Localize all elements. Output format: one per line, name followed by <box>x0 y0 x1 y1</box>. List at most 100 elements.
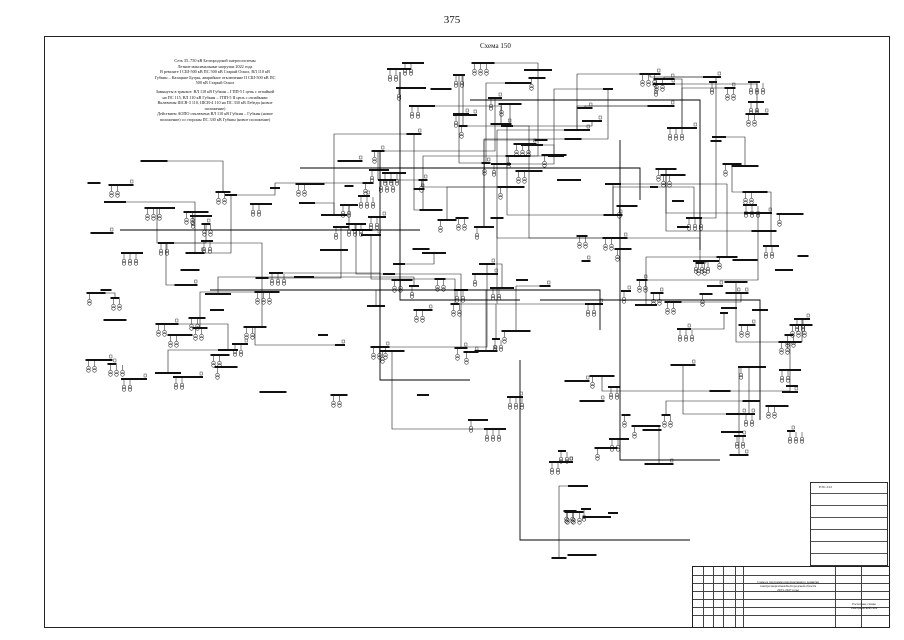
transmission-line <box>165 243 186 286</box>
transformer-symbol <box>490 434 496 440</box>
transformer-symbol <box>746 122 751 127</box>
transformer-symbol <box>615 447 621 452</box>
substation-busbar <box>468 419 488 421</box>
transmission-line <box>375 289 461 306</box>
substation-busbar <box>516 279 528 281</box>
substation-busbar <box>121 252 143 254</box>
transformer-symbol <box>516 176 521 182</box>
transformer-symbol <box>261 297 266 303</box>
substation-busbar <box>104 201 126 203</box>
transformer-symbol <box>748 87 754 93</box>
substation-busbar <box>362 182 374 184</box>
transmission-line <box>731 164 755 193</box>
substation-busbar <box>605 183 621 185</box>
transformer-symbol <box>384 188 390 193</box>
transformer-symbol <box>717 265 722 270</box>
transformer-symbol <box>127 384 133 390</box>
substation-busbar <box>255 277 269 279</box>
legend-line: Губкин – Казацкие Бугры, аварийное отклю… <box>154 74 276 80</box>
transformer-symbol <box>250 332 255 338</box>
substation-busbar <box>232 343 248 345</box>
breaker-symbol <box>586 375 590 380</box>
transformer-symbol <box>609 447 615 452</box>
substation-busbar <box>434 278 446 280</box>
transformer-symbol <box>202 232 207 237</box>
transformer-symbol <box>179 385 185 390</box>
stamp-organization: Схема и программа перспективного развити… <box>745 580 831 592</box>
transformer-symbol <box>679 133 685 139</box>
transmission-line <box>487 263 503 288</box>
transformer-symbol <box>459 83 465 88</box>
breaker-symbol <box>806 313 810 318</box>
transformer-symbol <box>145 216 150 221</box>
transformer-symbol <box>179 382 185 388</box>
drawing-sheet-frame <box>44 36 890 628</box>
breaker-symbol <box>487 157 491 162</box>
transformer-symbol <box>603 246 608 251</box>
transformer-symbol <box>435 284 440 290</box>
substation-busbar <box>642 429 662 431</box>
transmission-line <box>370 235 440 280</box>
transformer-symbol <box>168 343 173 348</box>
transformer-symbol <box>208 232 213 237</box>
substation-busbar <box>85 359 113 361</box>
transformer-symbol <box>749 197 754 203</box>
transformer-symbol <box>111 303 116 309</box>
transformer-symbol <box>453 123 459 128</box>
substation-busbar <box>670 364 696 366</box>
transformer-symbol <box>800 324 806 330</box>
transformer-symbol <box>393 77 399 82</box>
transmission-line <box>422 180 431 211</box>
transformer-symbol <box>261 300 266 305</box>
substation-busbar <box>515 170 543 172</box>
breaker-symbol <box>587 255 591 260</box>
substation-busbar <box>703 76 721 78</box>
stamp-sheet-line: электрической сети <box>850 605 878 610</box>
transformer-symbol <box>455 353 460 359</box>
transformer-symbol <box>120 369 125 375</box>
transformer-symbol <box>745 330 750 336</box>
transformer-symbol <box>121 261 127 266</box>
transformer-symbol <box>281 281 287 286</box>
legend-line: 500 кВ Старый Оскол <box>195 80 235 86</box>
transformer-symbol <box>173 382 179 388</box>
transformer-symbol <box>244 335 249 340</box>
transformer-symbol <box>380 356 385 362</box>
substation-busbar <box>210 309 224 311</box>
transformer-symbol <box>190 220 195 225</box>
transformer-symbol <box>621 296 627 302</box>
transformer-symbol <box>542 160 547 166</box>
transformer-symbol <box>484 68 489 74</box>
transformer-symbol <box>608 392 614 398</box>
substation-busbar <box>157 207 175 209</box>
transformer-symbol <box>637 285 642 291</box>
breaker-symbol <box>382 211 386 216</box>
transformer-symbol <box>162 329 167 335</box>
transformer-symbol <box>646 79 651 85</box>
stamp-org-line: 2023–2027 годы <box>777 587 799 592</box>
transformer-symbol <box>671 310 676 315</box>
substation-busbar <box>86 292 106 294</box>
transformer-symbol <box>435 287 440 292</box>
legend-line: Включены ШСВ-3 110, ШСВ-4 110 на ПС 330 … <box>157 100 273 106</box>
transformer-symbol <box>490 437 496 442</box>
transformer-symbol <box>409 291 415 297</box>
legend-line: В ремонте I СШ-500 кВ ПС 500 кВ Старый О… <box>160 69 270 75</box>
transformer-symbol <box>565 520 570 525</box>
transformer-symbol <box>749 419 755 425</box>
substation-busbar <box>729 454 749 456</box>
substation-busbar <box>454 347 468 349</box>
transformer-symbol <box>657 301 662 306</box>
transmission-line <box>199 291 267 328</box>
transformer-symbol <box>499 109 504 115</box>
transformer-symbol <box>372 156 377 162</box>
substation-busbar <box>378 179 396 181</box>
substation-busbar <box>505 82 531 84</box>
transformer-symbol <box>117 303 122 309</box>
transformer-symbol <box>127 261 133 266</box>
transmission-line <box>654 186 695 218</box>
substation-busbar <box>383 273 395 275</box>
transformer-symbol <box>800 327 806 332</box>
transmission-line <box>380 264 488 348</box>
transformer-symbol <box>390 188 396 193</box>
